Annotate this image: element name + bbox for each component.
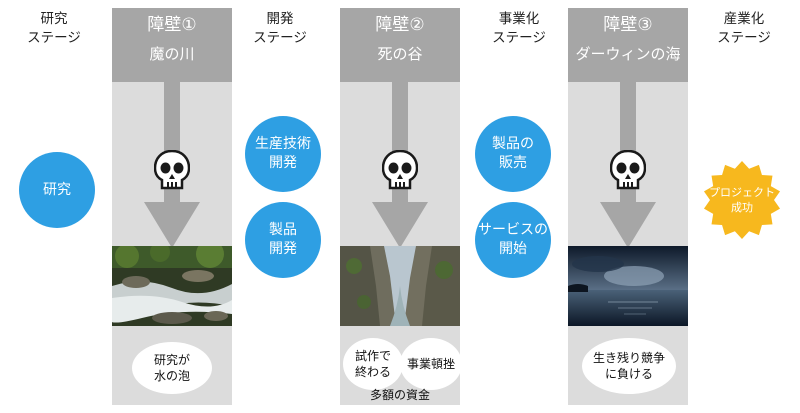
barrier-footer-2: 多額の資金 — [369, 388, 430, 402]
barrier-title-3: 障壁③ — [603, 15, 653, 35]
rapids-photo — [112, 246, 232, 326]
barrier-note-2b: 事業頓挫 — [400, 338, 462, 390]
industrialization-stage-label: 産業化 ステージ — [717, 11, 771, 46]
barrier-note-2a: 試作で 終わる — [343, 338, 403, 390]
barrier-column-2: 障壁② 死の谷 試作で 終わる 事業頓挫 多額の資金 — [340, 8, 462, 405]
product-dev-circle: 製品 開発 — [245, 202, 321, 278]
production-tech-dev-circle: 生産技術 開発 — [245, 116, 321, 192]
barrier-title-2: 障壁② — [375, 15, 425, 35]
barrier-note-1: 研究が 水の泡 — [132, 342, 212, 394]
skull-icon — [154, 150, 190, 190]
skull-icon — [382, 150, 418, 190]
service-launch-circle: サービスの 開始 — [475, 202, 551, 278]
success-burst-icon — [703, 161, 781, 239]
barrier-name-1: 魔の川 — [149, 45, 195, 63]
research-circle: 研究 — [19, 152, 95, 228]
research-stage-label: 研究 ステージ — [27, 11, 81, 46]
product-sales-circle: 製品の 販売 — [475, 116, 551, 192]
barrier-name-3: ダーウィンの海 — [575, 45, 681, 63]
project-success-label: プロジェクト 成功 — [709, 186, 775, 214]
barrier-note-3: 生き残り競争 に負ける — [582, 338, 676, 394]
barrier-column-1: 障壁① 魔の川 研究が 水の泡 — [112, 8, 232, 405]
barrier-title-1: 障壁① — [147, 15, 197, 35]
sea-photo — [568, 246, 688, 326]
barrier-header-2: 障壁② 死の谷 — [340, 8, 460, 82]
barrier-column-3: 障壁③ ダーウィンの海 — [568, 8, 688, 405]
barrier-name-2: 死の谷 — [377, 45, 423, 63]
canyon-photo — [340, 246, 460, 326]
development-stage-label: 開発 ステージ — [253, 11, 307, 46]
barrier-header-1: 障壁① 魔の川 — [112, 8, 232, 82]
barrier-header-3: 障壁③ ダーウィンの海 — [568, 8, 688, 82]
skull-icon — [610, 150, 646, 190]
commercialization-stage-label: 事業化 ステージ — [492, 11, 546, 46]
